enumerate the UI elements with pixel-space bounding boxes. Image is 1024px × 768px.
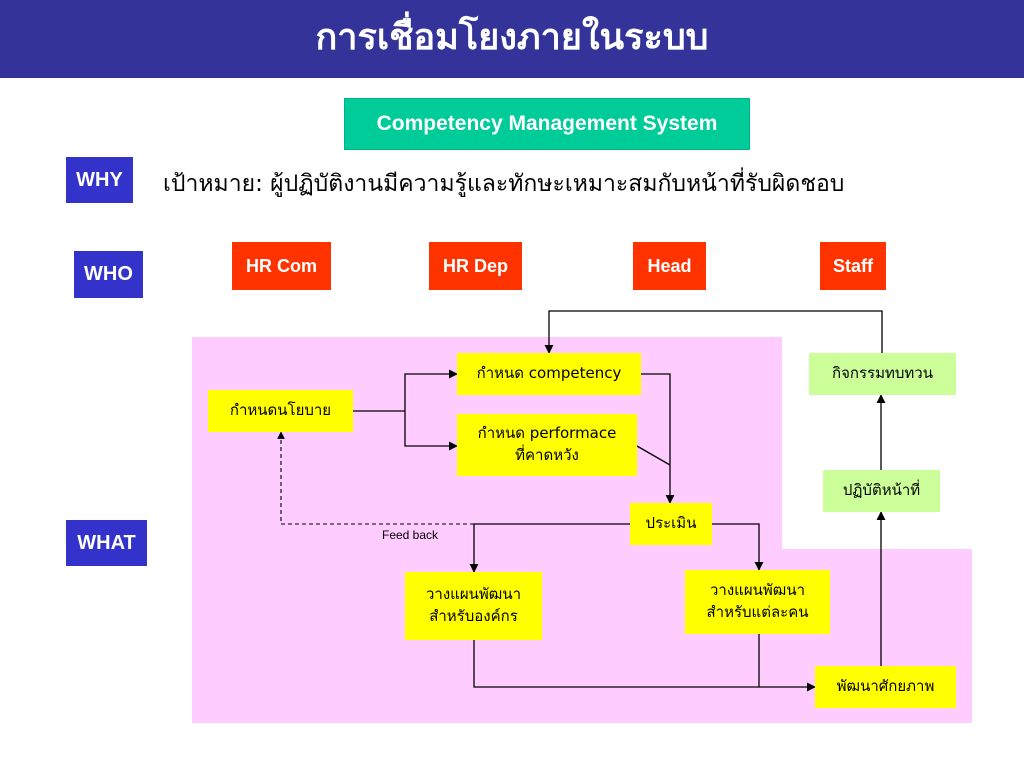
node-set-policy: กำหนดนโยบาย (208, 390, 353, 432)
edge-evaluate-to-indiv-plan (712, 523, 764, 571)
node-indiv-plan-line1: วางแผนพัฒนา (710, 581, 805, 600)
node-develop-potential: พัฒนาศักยภาพ (815, 666, 956, 708)
goal-statement: เป้าหมาย: ผู้ปฏิบัติงานมีความรู้และทักษะ… (163, 171, 845, 197)
node-define-competency: กำหนด competency (457, 353, 641, 395)
edge-competency-to-evaluate (641, 373, 675, 504)
node-perform-label: ปฏิบัติหน้าที่ (842, 481, 921, 500)
edge-policy-to-performance (404, 411, 458, 451)
actor-hr-dep: HR Dep (429, 242, 522, 290)
page-title: การเชื่อมโยงภายในระบบ (315, 17, 709, 58)
feedback-label: Feed back (382, 528, 439, 542)
node-indiv-plan-line2: สำหรับแต่ละคน (706, 603, 809, 621)
what-label: WHAT (66, 520, 147, 566)
edge-performance-to-evaluate (636, 445, 671, 466)
node-perform-duties: ปฏิบัติหน้าที่ (823, 470, 940, 512)
edge-feedback (277, 431, 474, 525)
edge-policy-to-competency (404, 369, 458, 411)
node-review-activity: กิจกรรมทบทวน (809, 353, 956, 395)
node-evaluate: ประเมิน (630, 503, 712, 545)
node-set-policy-label: กำหนดนโยบาย (229, 401, 332, 420)
system-title-box: Competency Management System (344, 98, 750, 150)
actor-staff: Staff (820, 242, 886, 290)
why-label: WHY (66, 157, 133, 203)
edge-review-to-competency (544, 310, 883, 354)
edge-org-plan-to-develop (473, 640, 816, 692)
node-review-label: กิจกรรมทบทวน (832, 364, 933, 383)
actor-head: Head (633, 242, 706, 290)
node-org-plan-line1: วางแผนพัฒนา (426, 585, 521, 604)
actor-hr-com: HR Com (232, 242, 331, 290)
node-individual-development-plan: วางแผนพัฒนา สำหรับแต่ละคน (685, 570, 830, 634)
who-label: WHO (74, 251, 143, 298)
node-define-performance: กำหนด performace ที่คาดหวัง (457, 414, 637, 476)
node-define-performance-line1: กำหนด performace (477, 424, 617, 443)
node-evaluate-label: ประเมิน (645, 514, 697, 533)
node-develop-label: พัฒนาศักยภาพ (836, 677, 935, 696)
node-define-competency-label: กำหนด competency (476, 364, 622, 383)
title-bar (0, 0, 1024, 78)
edge-evaluate-to-org-plan (469, 523, 630, 573)
node-org-plan-line2: สำหรับองค์กร (429, 607, 518, 625)
node-org-development-plan: วางแผนพัฒนา สำหรับองค์กร (405, 572, 542, 640)
node-define-performance-line2: ที่คาดหวัง (515, 446, 579, 464)
